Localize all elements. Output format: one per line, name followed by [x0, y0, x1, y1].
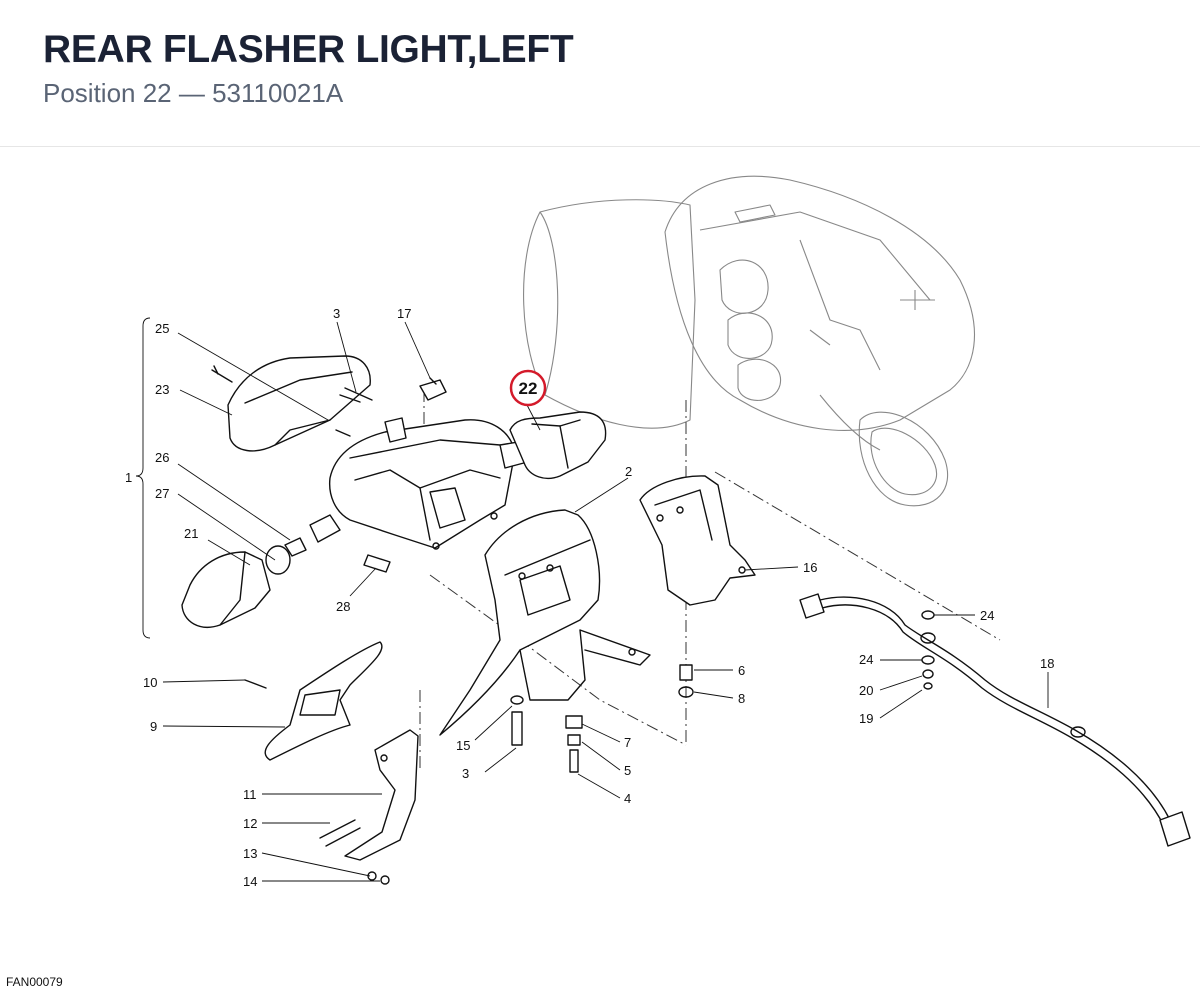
callout-14: 14 [243, 874, 257, 889]
upper-lens-housing [211, 355, 371, 452]
callout-10: 10 [143, 675, 157, 690]
page-header: REAR FLASHER LIGHT,LEFT Position 22 — 53… [0, 0, 1200, 147]
license-plate-holder [439, 509, 651, 736]
callout-22: 22 [519, 379, 538, 398]
callout-18: 18 [1040, 656, 1054, 671]
callout-7: 7 [624, 735, 631, 750]
assembly-bracket [135, 317, 151, 639]
callout-24-left: 24 [859, 652, 873, 667]
callout-25: 25 [155, 321, 169, 336]
callout-21: 21 [184, 526, 198, 541]
page-title: REAR FLASHER LIGHT,LEFT [43, 28, 574, 71]
callout-28: 28 [336, 599, 350, 614]
lower-bracket-11 [319, 729, 419, 885]
flasher-light-22 [509, 411, 607, 480]
callout-11: 11 [243, 787, 257, 802]
mount-bracket-9 [244, 641, 383, 761]
callout-9: 9 [150, 719, 157, 734]
callout-16: 16 [803, 560, 817, 575]
small-hardware-upper [335, 377, 447, 437]
callout-labels: 1 2 3 3 4 5 6 7 8 9 10 11 12 13 14 15 16… [125, 306, 1054, 889]
callout-2: 2 [625, 464, 632, 479]
callout-24-right: 24 [980, 608, 994, 623]
callout-leaders [162, 321, 1049, 882]
highlighted-callout-22[interactable]: 22 [509, 369, 547, 407]
callout-8: 8 [738, 691, 745, 706]
callout-19: 19 [859, 711, 873, 726]
callout-5: 5 [624, 763, 631, 778]
wiring-harness-18 [799, 593, 1191, 847]
part-position-subtitle: Position 22 — 53110021A [43, 78, 344, 108]
silencer-ghost-outline [523, 175, 976, 507]
callout-4: 4 [624, 791, 631, 806]
diagram-code: FAN00079 [6, 975, 63, 989]
lower-fasteners [510, 664, 694, 773]
callout-6: 6 [738, 663, 745, 678]
callout-12: 12 [243, 816, 257, 831]
callout-1: 1 [125, 470, 132, 485]
callout-3-upper: 3 [333, 306, 340, 321]
side-bracket-16 [639, 475, 756, 606]
callout-13: 13 [243, 846, 257, 861]
callout-15: 15 [456, 738, 470, 753]
callout-17: 17 [397, 306, 411, 321]
callout-3-lower: 3 [462, 766, 469, 781]
callout-23: 23 [155, 382, 169, 397]
flasher-light-21 [181, 537, 391, 628]
callout-20: 20 [859, 683, 873, 698]
callout-26: 26 [155, 450, 169, 465]
tail-light-body [309, 417, 536, 550]
callout-27: 27 [155, 486, 169, 501]
